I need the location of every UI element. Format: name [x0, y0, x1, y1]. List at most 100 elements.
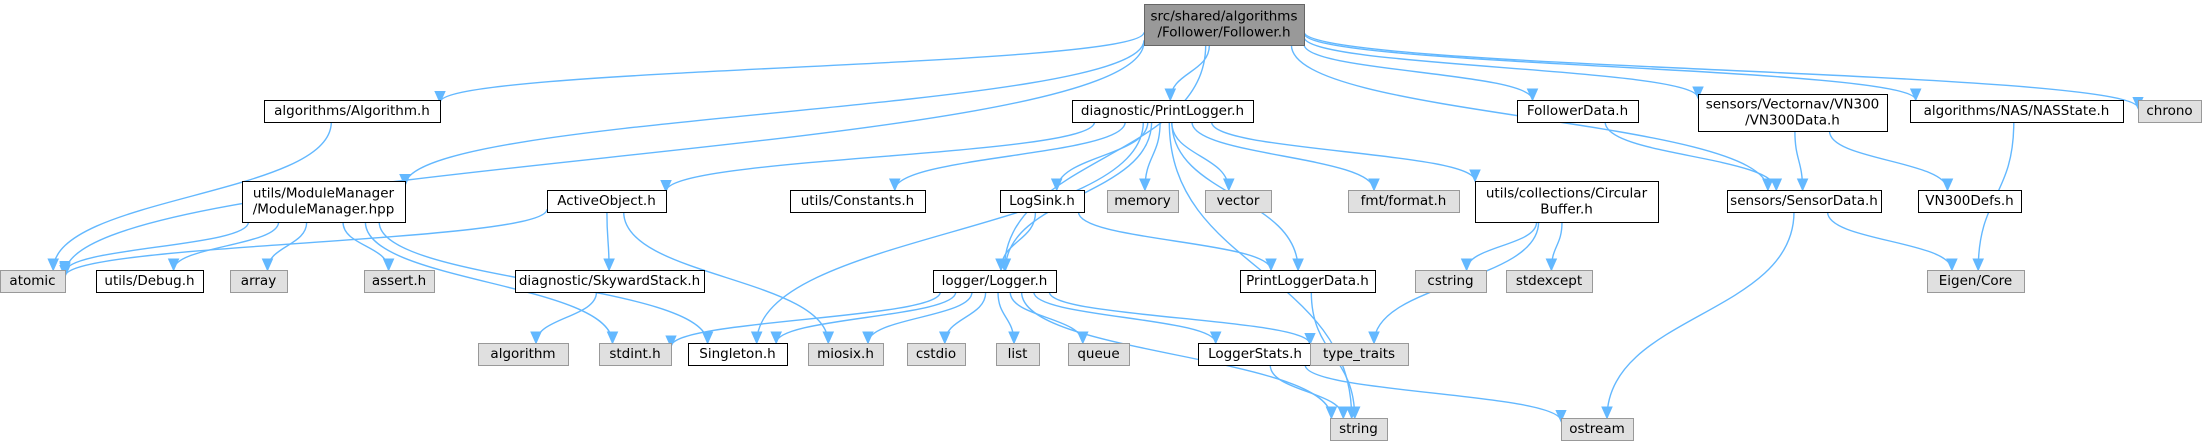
edge-root-to-chrono: [1303, 31, 2138, 108]
node-label: FollowerData.h: [1527, 103, 1628, 119]
node-box: [790, 190, 926, 213]
node-cstring: cstring: [1415, 270, 1487, 293]
node-algorithm[interactable]: algorithms/Algorithm.h: [264, 100, 441, 123]
node-label: /VN300Data.h: [1745, 113, 1840, 129]
node-box: [96, 270, 204, 293]
node-label: VN300Defs.h: [1925, 193, 2013, 209]
node-stdint: stdint.h: [599, 343, 672, 366]
node-nasstate[interactable]: algorithms/NAS/NASState.h: [1910, 100, 2124, 123]
node-box: [242, 181, 406, 223]
node-printlogger[interactable]: diagnostic/PrintLogger.h: [1072, 100, 1254, 123]
edge-logger-to-string: [1020, 291, 1332, 418]
node-box: [1415, 270, 1487, 293]
node-label: LoggerStats.h: [1208, 346, 1302, 362]
node-root[interactable]: src/shared/algorithms/Follower/Follower.…: [1144, 4, 1305, 46]
node-cstdio: cstdio: [907, 343, 966, 366]
node-printloggerdata[interactable]: PrintLoggerData.h: [1240, 270, 1376, 293]
node-label: list: [1008, 346, 1028, 362]
node-logger[interactable]: logger/Logger.h: [933, 270, 1057, 293]
node-label: string: [1339, 421, 1378, 437]
edge-loggerstats-to-string: [1269, 364, 1343, 418]
node-box: [1107, 190, 1179, 213]
node-vn300data[interactable]: sensors/Vectornav/VN300/VN300Data.h: [1698, 94, 1888, 132]
node-vn300defs[interactable]: VN300Defs.h: [1918, 190, 2022, 213]
edge-logger-to-list: [997, 291, 1014, 343]
node-label: algorithm: [490, 346, 555, 362]
node-vector: vector: [1205, 190, 1272, 213]
edge-logger-to-stdint: [671, 291, 941, 347]
node-box: [1240, 270, 1376, 293]
edge-loggerstats-to-ostream: [1304, 364, 1561, 421]
node-list: list: [996, 343, 1040, 366]
node-eigencore: Eigen/Core: [1927, 270, 2025, 293]
edge-printlogger-to-singleton: [757, 121, 1144, 343]
node-label: utils/ModuleManager: [253, 186, 395, 202]
edge-skywardstack-to-algorithmstd: [536, 291, 598, 343]
node-label: chrono: [2146, 103, 2192, 119]
node-label: assert.h: [372, 273, 426, 289]
node-sensordata[interactable]: sensors/SensorData.h: [1727, 190, 1882, 213]
node-label: logger/Logger.h: [942, 273, 1048, 289]
node-label: queue: [1077, 346, 1119, 362]
node-box: [364, 270, 435, 293]
node-label: array: [241, 273, 276, 289]
node-debug[interactable]: utils/Debug.h: [96, 270, 204, 293]
node-label: fmt/format.h: [1361, 193, 1447, 209]
node-box: [478, 343, 569, 366]
nodes-layer: src/shared/algorithms/Follower/Follower.…: [0, 4, 2202, 441]
node-modulemanager[interactable]: utils/ModuleManager/ModuleManager.hpp: [242, 181, 406, 223]
node-fmtformat: fmt/format.h: [1348, 190, 1460, 213]
node-chrono: chrono: [2138, 100, 2202, 123]
edge-root-to-algorithm: [440, 32, 1145, 102]
node-label: algorithms/Algorithm.h: [274, 103, 430, 119]
edge-printlogger-to-memory: [1145, 121, 1161, 190]
node-box: [264, 100, 441, 123]
edge-logsink-to-logger: [1001, 211, 1037, 270]
node-label: utils/collections/Circular: [1486, 186, 1648, 202]
node-label: diagnostic/SkywardStack.h: [519, 273, 700, 289]
node-box: [1348, 190, 1460, 213]
node-activeobject[interactable]: ActiveObject.h: [547, 190, 667, 213]
node-box: [1910, 100, 2124, 123]
node-label: sensors/Vectornav/VN300: [1706, 97, 1880, 113]
node-label: LogSink.h: [1009, 193, 1075, 209]
node-label: stdint.h: [609, 346, 660, 362]
node-box: [1698, 94, 1888, 132]
node-loggerstats[interactable]: LoggerStats.h: [1198, 343, 1313, 366]
node-box: [933, 270, 1057, 293]
node-box: [1517, 100, 1639, 123]
node-logsink[interactable]: LogSink.h: [1000, 190, 1085, 213]
node-label: /ModuleManager.hpp: [253, 202, 395, 218]
edge-sensordata-to-ostream: [1607, 211, 1795, 418]
node-label: memory: [1114, 193, 1170, 209]
node-box: [0, 270, 66, 293]
edge-vn300data-to-sensordata: [1794, 130, 1803, 190]
node-box: [996, 343, 1040, 366]
edge-root-to-printlogger: [1170, 44, 1211, 100]
node-box: [1927, 270, 2025, 293]
node-typetraits: type_traits: [1310, 343, 1409, 366]
edge-activeobject-to-atomic: [65, 209, 548, 276]
edge-algorithm-to-atomic: [53, 121, 332, 270]
node-box: [907, 343, 966, 366]
node-queue: queue: [1068, 343, 1130, 366]
edge-logger-to-singleton: [776, 291, 957, 343]
node-box: [1506, 270, 1593, 293]
node-label: ActiveObject.h: [557, 193, 656, 209]
edge-modulemanager-to-atomic: [65, 221, 250, 272]
node-box: [1330, 418, 1388, 441]
node-box: [230, 270, 288, 293]
edge-sensordata-to-eigencore: [1826, 211, 1952, 270]
node-skywardstack[interactable]: diagnostic/SkywardStack.h: [515, 270, 705, 293]
node-constants[interactable]: utils/Constants.h: [790, 190, 926, 213]
node-label: algorithms/NAS/NASState.h: [1924, 103, 2110, 119]
edge-logger-to-loggerstats: [1033, 291, 1216, 343]
edge-modulemanager-to-assert: [342, 221, 389, 270]
node-followerdata[interactable]: FollowerData.h: [1517, 100, 1639, 123]
node-label: Buffer.h: [1540, 202, 1593, 218]
node-label: Singleton.h: [699, 346, 775, 362]
edge-followerdata-to-sensordata: [1604, 121, 1776, 190]
node-singleton[interactable]: Singleton.h: [688, 343, 788, 366]
